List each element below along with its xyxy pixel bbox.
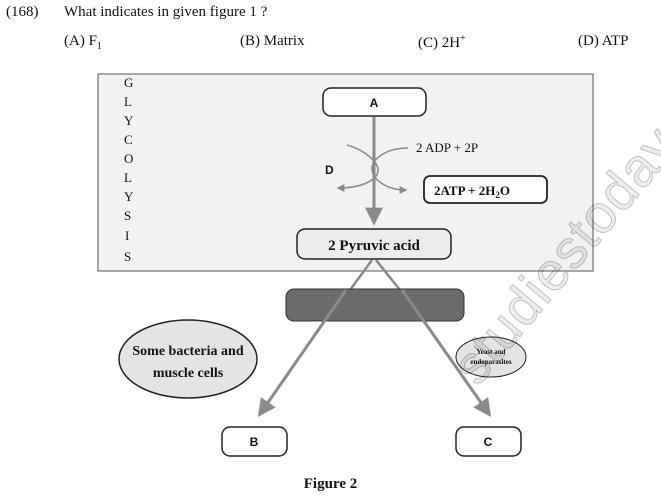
option-a-subscript: 1 xyxy=(96,41,102,52)
dark-condition-box xyxy=(285,288,465,322)
box-a-label: A xyxy=(370,96,379,110)
atp-box xyxy=(423,175,548,204)
glycolysis-letter-6: L xyxy=(124,170,132,185)
glycolysis-letter-10: S xyxy=(124,249,131,264)
question-number: (168) xyxy=(6,4,39,20)
arrow-to-b xyxy=(257,289,348,417)
box-b-label: B xyxy=(250,435,259,449)
option-a: (A) F1 xyxy=(64,33,102,52)
figure-caption: Figure 2 xyxy=(303,476,358,492)
option-a-label: (A) F xyxy=(64,33,97,49)
option-c: (C) 2H+ xyxy=(418,33,466,52)
connector-left xyxy=(348,259,374,291)
arrow-to-c xyxy=(400,289,492,417)
box-a xyxy=(322,87,427,117)
glycolysis-letter-3: Y xyxy=(124,113,134,128)
yeast-oval xyxy=(455,336,527,378)
adp-label: 2 ADP + 2P xyxy=(416,140,478,155)
box-c xyxy=(455,426,522,457)
glycolysis-letter-7: Y xyxy=(124,189,134,204)
bacteria-oval xyxy=(118,319,258,399)
glycolysis-letter-2: L xyxy=(124,94,132,109)
box-c-label: C xyxy=(484,435,493,449)
pyruvic-box xyxy=(296,228,452,260)
bacteria-label-line1: Some bacteria and xyxy=(132,344,243,359)
glycolysis-letter-4: C xyxy=(124,132,133,147)
bacteria-label-line2: muscle cells xyxy=(153,366,224,381)
glycolysis-letter-8: S xyxy=(124,208,131,223)
d-curve xyxy=(336,144,379,192)
option-d-label: (D) ATP xyxy=(578,33,629,49)
yeast-label-line1: Yeast and xyxy=(477,348,506,356)
question-text: What indicates in given figure 1 ? xyxy=(64,4,268,20)
glycolysis-letter-9: I xyxy=(125,228,129,243)
glycolysis-letter-5: O xyxy=(124,151,133,166)
option-b-label: (B) Matrix xyxy=(240,33,305,49)
box-b xyxy=(221,426,288,457)
adp-curve xyxy=(371,147,409,194)
pyruvic-label: 2 Pyruvic acid xyxy=(328,238,420,254)
option-c-label: (C) 2H xyxy=(418,35,461,51)
connector-right xyxy=(375,259,401,291)
label-d: D xyxy=(325,163,334,177)
atp-label: 2ATP + 2H2O xyxy=(434,183,510,200)
option-b: (B) Matrix xyxy=(240,33,305,50)
option-d: (D) ATP xyxy=(578,33,628,50)
yeast-label-line2: endoparasites xyxy=(470,358,512,366)
glycolysis-letter-1: G xyxy=(124,75,133,90)
option-c-superscript: + xyxy=(460,33,466,44)
